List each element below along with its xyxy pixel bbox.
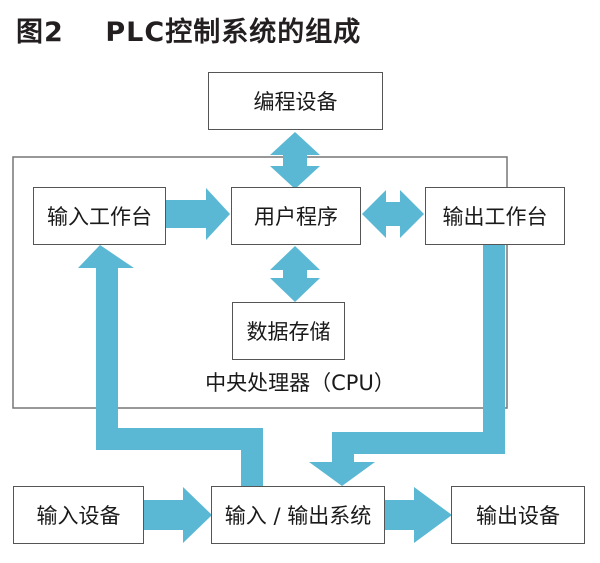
arrow-programming-user-program [270,132,320,189]
node-input-table: 输入工作台 [33,187,166,245]
arrow-user-program-output-table [362,190,424,238]
node-programming-device: 编程设备 [208,72,383,130]
arrow-input-device-io-system [143,487,212,543]
arrow-io-system-input-table [78,245,263,486]
arrow-user-program-data-storage [270,246,320,302]
node-input-device: 输入设备 [13,486,144,544]
figure-title: 图2 PLC控制系统的组成 [16,17,362,48]
arrow-output-table-io-system [309,244,505,486]
arrow-input-table-user-program [165,188,230,240]
node-io-system: 输入 / 输出系统 [211,486,385,544]
arrow-io-system-output-device [384,487,452,543]
node-user-program: 用户程序 [231,187,361,245]
node-data-storage: 数据存储 [232,302,345,360]
cpu-frame [12,156,508,409]
cpu-label: 中央处理器（CPU） [205,371,395,395]
node-output-table: 输出工作台 [425,187,565,245]
node-output-device: 输出设备 [451,486,585,544]
